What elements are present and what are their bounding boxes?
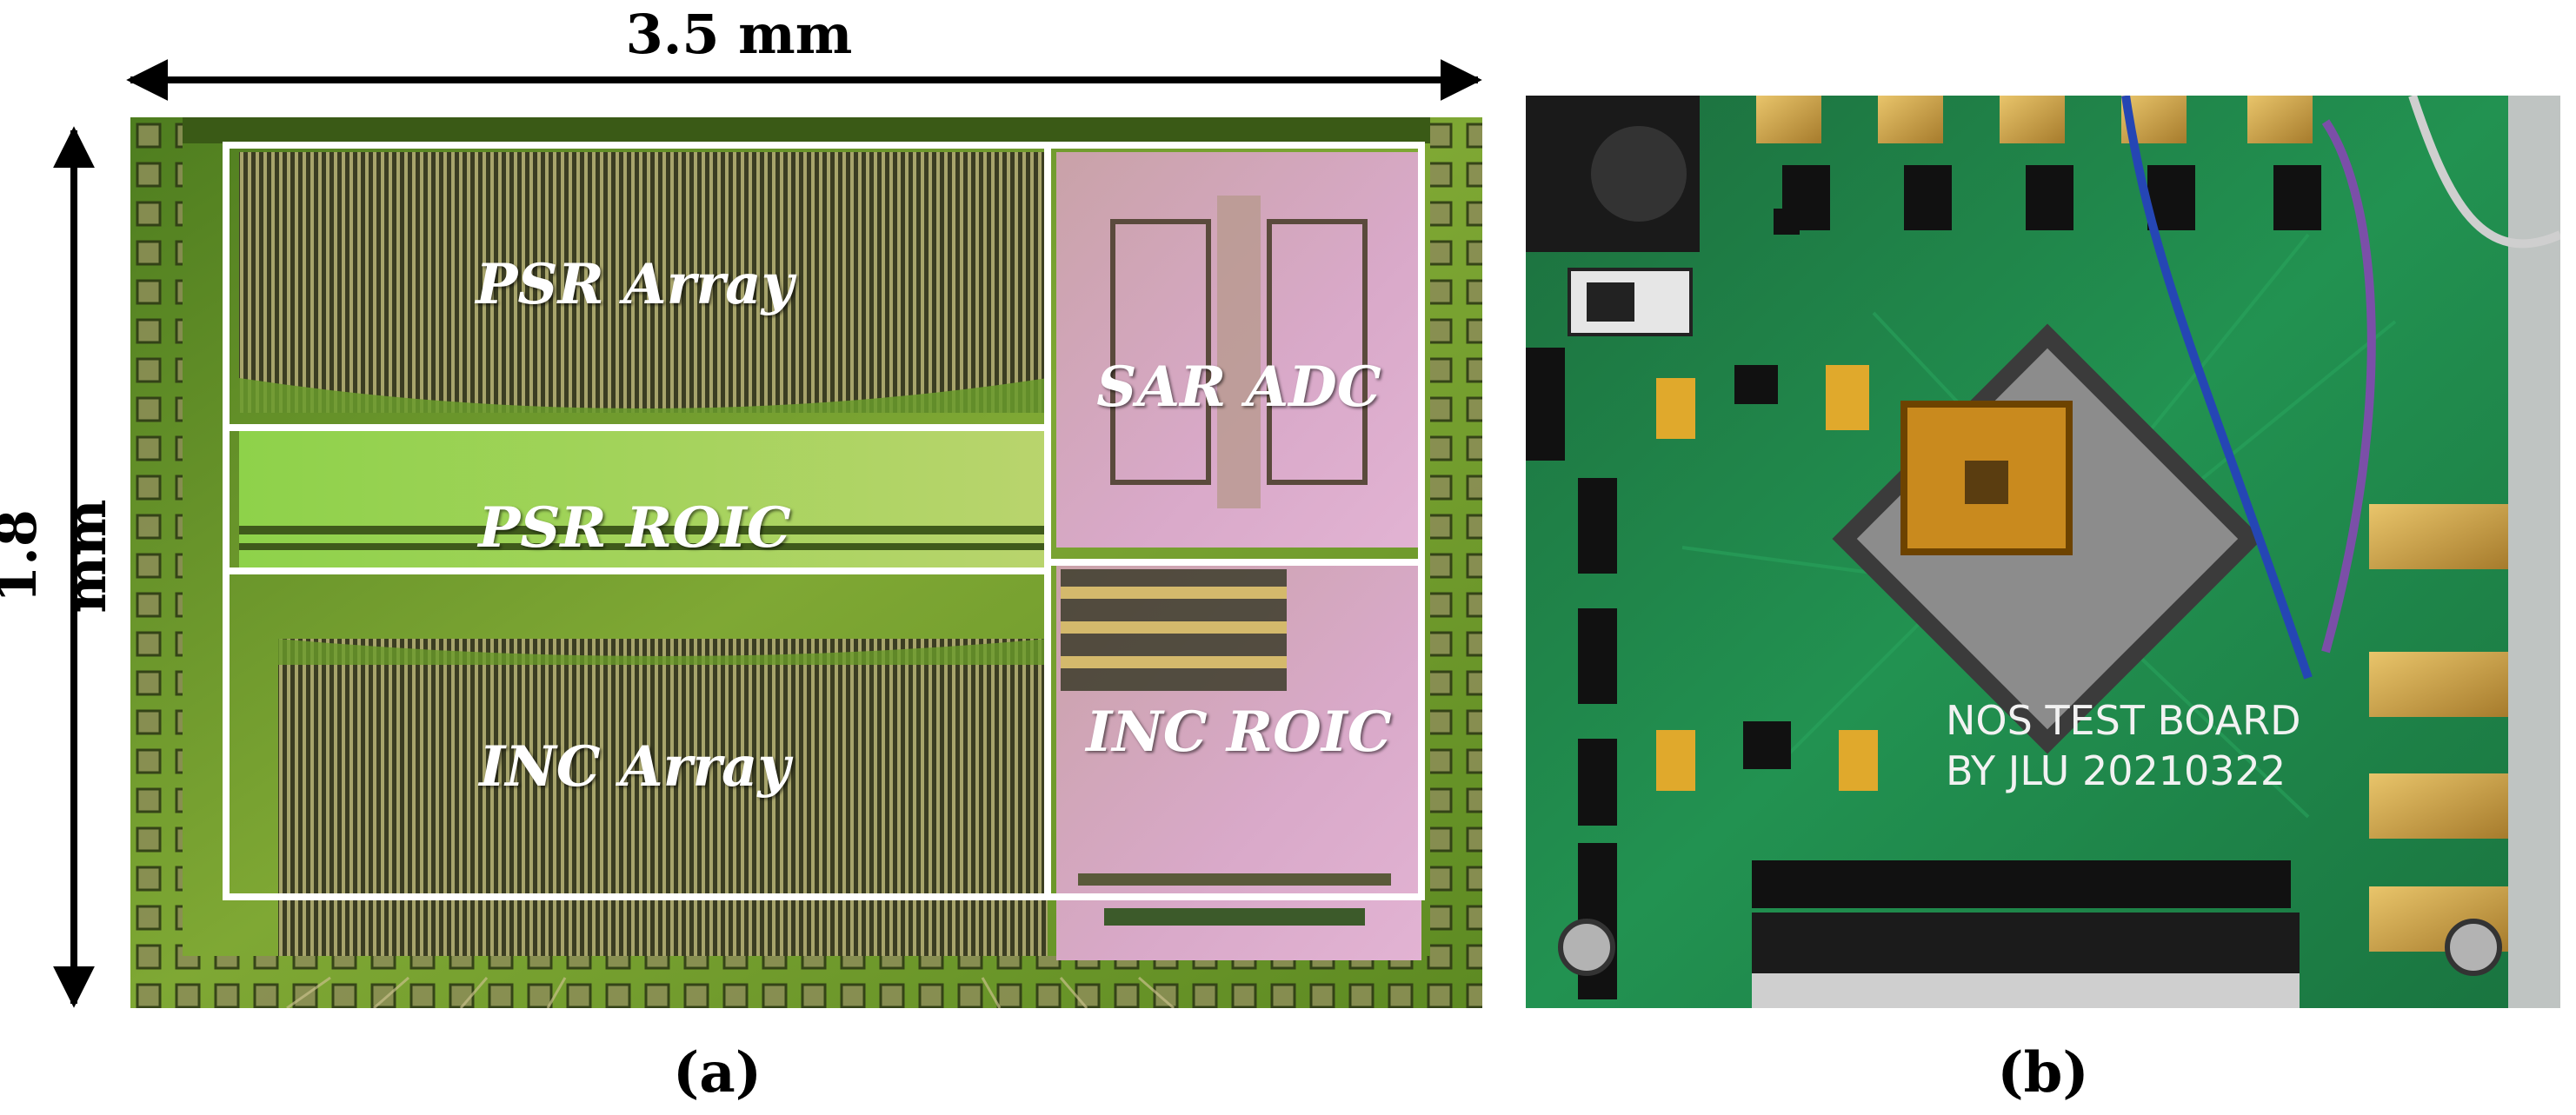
caption-b: (b): [1997, 1040, 2089, 1105]
label-sar-adc: SAR ADC: [1096, 355, 1381, 420]
label-psr-array: PSR Array: [476, 252, 794, 317]
label-inc-array: INC Array: [479, 734, 790, 800]
label-inc-roic: INC ROIC: [1086, 700, 1392, 765]
caption-a: (a): [672, 1040, 762, 1105]
board-title-line1: NOS TEST BOARD: [1946, 697, 2301, 744]
label-psr-roic: PSR ROIC: [478, 495, 791, 561]
test-board-image: [1526, 96, 2560, 1008]
chip-die-image: [130, 117, 1482, 1008]
width-label: 3.5 mm: [625, 3, 853, 66]
board-title-line2: BY JLU 20210322: [1946, 747, 2286, 794]
height-label: 1.8 mm: [0, 499, 118, 614]
